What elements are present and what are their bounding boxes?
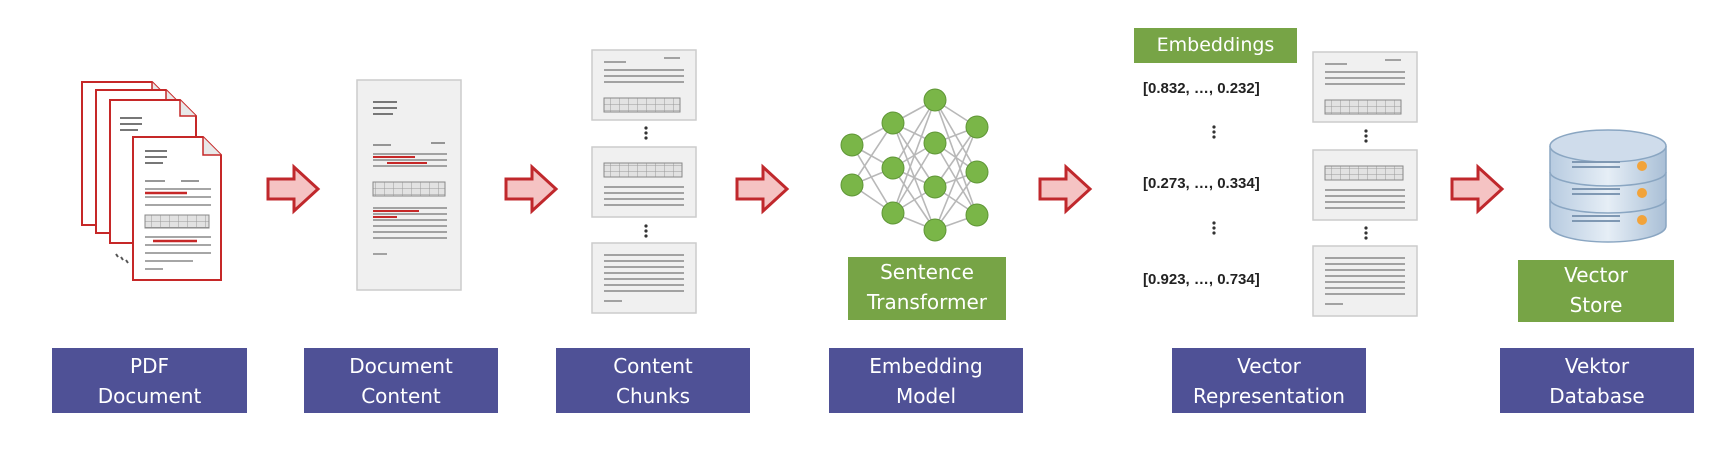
stacked-pdf-pages-icon (81, 81, 222, 281)
chunk-page-icon (591, 146, 697, 218)
chunk-page-icon (1312, 245, 1418, 317)
flow-arrow-icon (266, 163, 321, 215)
flow-arrow-icon (735, 163, 790, 215)
embeddings-tag: Embeddings (1134, 28, 1297, 63)
vector-chunk-pages (1212, 51, 1418, 317)
network-node (881, 156, 905, 180)
network-node (881, 201, 905, 225)
database-icon (1549, 129, 1667, 243)
flow-arrow-icon (1450, 163, 1505, 215)
flow-arrow-icon (504, 163, 559, 215)
network-node (881, 111, 905, 135)
vector-value: [0.923, …, 0.734] (1143, 271, 1260, 288)
flow-arrows (266, 163, 1505, 215)
network-node (965, 160, 989, 184)
network-node (923, 218, 947, 242)
network-node (923, 131, 947, 155)
chunk-page-icon (1312, 149, 1418, 221)
chunk-page-icon (591, 49, 697, 121)
content-chunks-icon (591, 49, 697, 314)
neural-network-icon (840, 88, 989, 242)
flow-arrow-icon (1038, 163, 1093, 215)
chunk-page-icon (591, 242, 697, 314)
network-node (965, 115, 989, 139)
network-node (840, 133, 864, 157)
network-node (965, 203, 989, 227)
network-node (923, 175, 947, 199)
chunk-page-icon (1312, 51, 1418, 123)
document-page-icon (356, 79, 462, 291)
vector-value: [0.832, …, 0.232] (1143, 80, 1260, 97)
network-node (840, 173, 864, 197)
vector-value: [0.273, …, 0.334] (1143, 175, 1260, 192)
network-node (923, 88, 947, 112)
